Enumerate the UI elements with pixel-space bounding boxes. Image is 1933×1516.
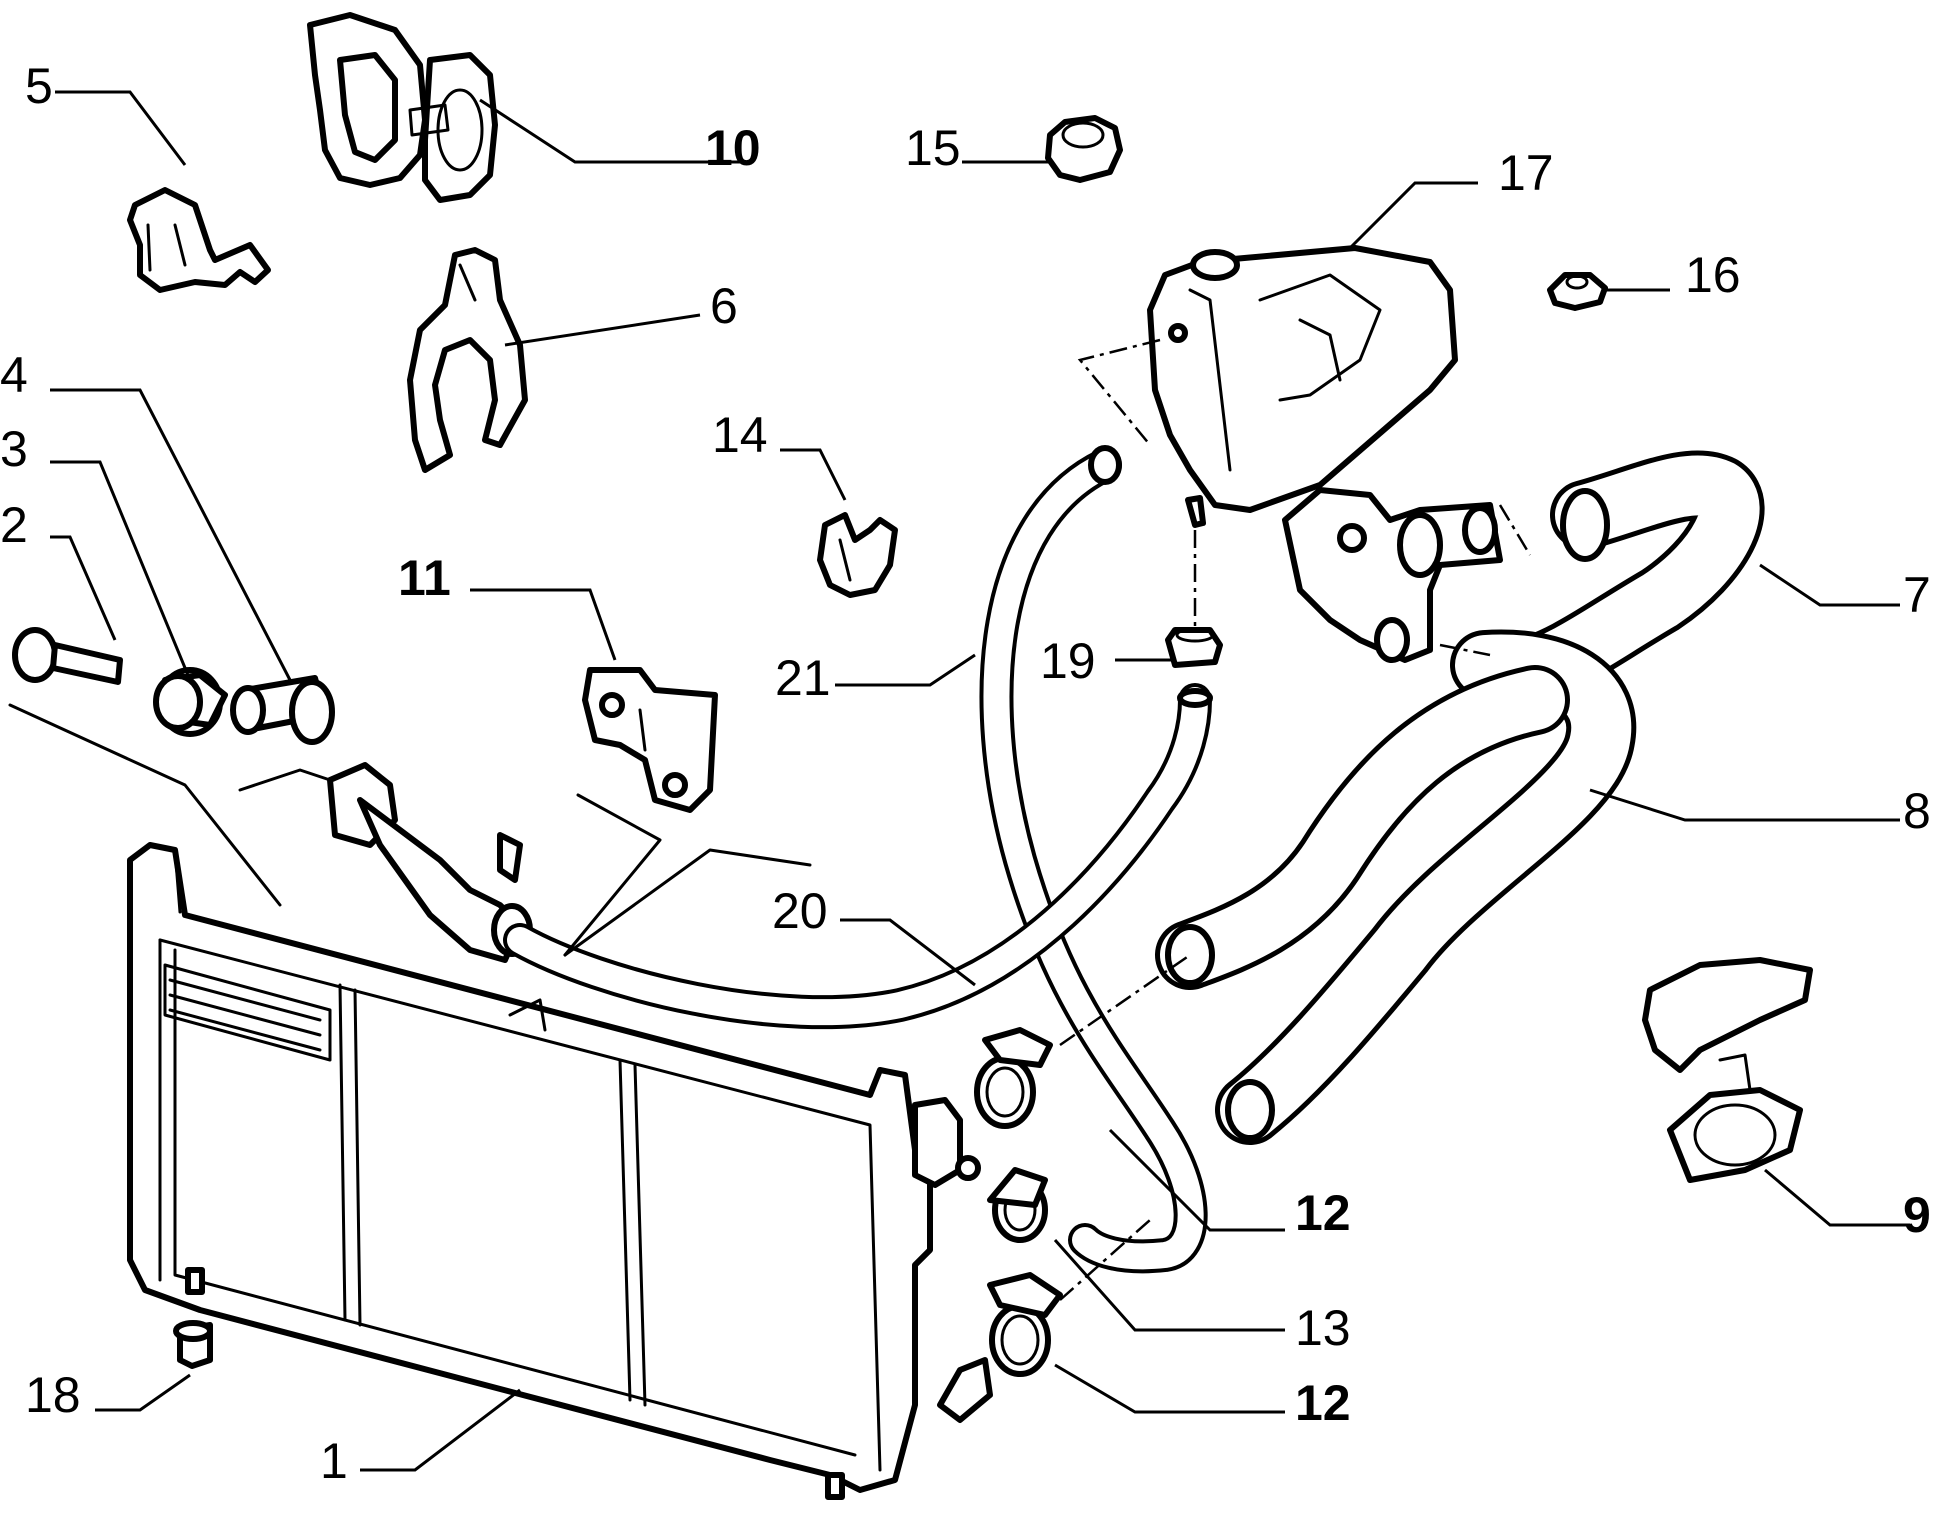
mounting-bracket [582,667,718,813]
callout-13: 13 [1295,1300,1351,1356]
lower-hose [1155,629,1637,1145]
callout-4: 4 [0,347,28,403]
leader-lines [50,90,1910,1472]
pipe-fitting [327,762,533,963]
double-hose-clip [1642,957,1813,1183]
rubber-bush [153,667,228,737]
callout-6: 6 [710,278,738,334]
callout-12a: 12 [1295,1185,1351,1241]
hose-clamp [987,1272,1063,1377]
callout-labels: 5 10 15 17 16 6 4 14 3 2 11 7 19 21 8 20… [0,58,1931,1489]
callout-12b: 12 [1295,1375,1351,1431]
callout-18: 17 [1498,145,1554,201]
nut [1547,272,1608,311]
spring-clip [817,512,898,598]
callout-15: 14 [712,407,768,463]
callout-10: 10 [705,120,761,176]
hose-clamp [974,1027,1053,1129]
callout-5: 5 [25,58,53,114]
radiator [127,842,993,1500]
callout-11: 11 [398,550,451,606]
assembly-lines [1059,338,1532,1301]
hose-clip [1165,627,1223,668]
upper-hose [1485,450,1765,710]
thermostat-housing [1282,487,1503,663]
callout-1: 1 [320,1433,348,1489]
expansion-tank [1147,245,1458,528]
bolt [12,627,123,685]
drain-plug [173,1320,213,1369]
callout-17: 16 [1685,247,1741,303]
callout-14: 18 [25,1367,81,1423]
callout-9: 9 [1903,1187,1931,1243]
double-hose-clip [307,12,498,203]
hose-clamp [987,1167,1048,1243]
bleed-hose [503,683,1213,1030]
assembly-brackets [8,703,812,957]
callout-16: 15 [905,120,961,176]
spacer-sleeve [230,675,335,745]
hose-clip [407,247,528,473]
callout-3: 3 [0,421,28,477]
filler-cap [1045,115,1123,183]
hose-clip [127,187,271,293]
callout-8: 8 [1903,783,1931,839]
callout-7: 7 [1903,567,1931,623]
callout-2: 2 [0,497,28,553]
overflow-hose [979,445,1208,1274]
callout-19: 19 [1040,633,1096,689]
callout-20: 20 [772,883,828,939]
callout-21: 21 [775,650,831,706]
